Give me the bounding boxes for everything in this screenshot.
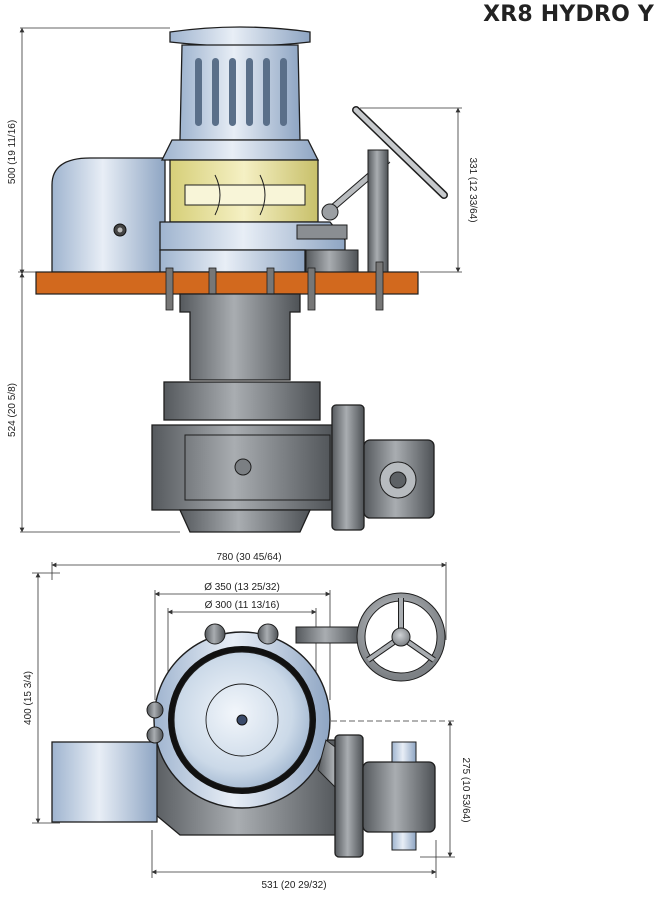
dim-drum-outer: Ø 350 (13 25/32): [154, 582, 331, 700]
dim-height-below-deck: 524 (20 5/8): [7, 272, 180, 533]
dim-handwheel-height: 331 (12 33/64): [360, 107, 478, 273]
dim-label-275: 275 (10 53/64): [460, 757, 471, 822]
side-view: 500 (19 11/16) 524 (20 5/8) 331 (12 33/6…: [7, 26, 478, 533]
top-view: 780 (30 45/64) Ø 350 (13 25/32) Ø 300 (1…: [23, 552, 471, 891]
dim-label-500: 500 (19 11/16): [7, 120, 18, 184]
chain-pipe-plan: [51, 741, 158, 823]
capstan-drum: [160, 26, 320, 161]
dim-label-780: 780 (30 45/64): [216, 552, 281, 563]
product-title: XR8 HYDRO Y: [483, 2, 654, 27]
dim-base-length: 531 (20 29/32): [151, 830, 437, 891]
dim-label-300: Ø 300 (11 13/16): [205, 600, 280, 611]
handwheel-plan: [295, 592, 446, 682]
dim-label-531: 531 (20 29/32): [261, 880, 326, 891]
hydraulic-motor: [331, 404, 435, 531]
chain-pipe-housing: [51, 157, 166, 273]
dim-overall-depth: 400 (15 3/4): [23, 572, 60, 824]
dim-offset-depth: 275 (10 53/64): [250, 720, 471, 858]
dim-overall-length: 780 (30 45/64): [51, 552, 447, 640]
deck-plate: [35, 271, 419, 295]
dim-label-400: 400 (15 3/4): [23, 671, 34, 725]
drum-plan: [146, 623, 353, 809]
dim-label-350: Ø 350 (13 25/32): [204, 582, 280, 593]
dim-height-above-deck: 500 (19 11/16): [7, 27, 170, 275]
hydraulic-motor-plan: [334, 734, 436, 858]
dim-label-331: 331 (12 33/64): [467, 157, 478, 222]
below-deck-housing: [151, 293, 336, 533]
gypsy-brass: [169, 159, 319, 223]
dim-label-524: 524 (20 5/8): [7, 383, 18, 437]
